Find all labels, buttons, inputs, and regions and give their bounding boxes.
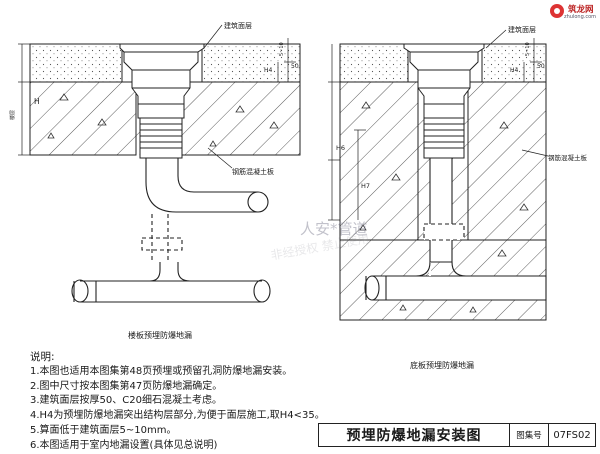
drawing-title: 预埋防爆地漏安装图 — [319, 424, 510, 446]
right-section-drawing: H6 H7 H4 50 5~10 建筑面层 钢筋混凝土板 底板预埋防爆地漏 — [328, 25, 588, 370]
left-label-architectural-layer: 建筑面层 — [224, 21, 252, 30]
logo-icon — [550, 4, 564, 18]
right-leaders — [485, 29, 549, 157]
right-drain-pipe — [364, 157, 547, 301]
left-screed-layer — [29, 43, 301, 83]
right-aggregate-marks — [359, 101, 529, 313]
dim-label-10-right: 5~10 — [525, 42, 531, 56]
left-drain-pipe — [71, 158, 271, 303]
right-floor-drain — [403, 43, 485, 159]
left-dimension-h — [18, 43, 30, 156]
right-label-rc-slab: 钢筋混凝土板 — [548, 153, 588, 162]
dim-label-floor: 楼层 — [9, 110, 16, 120]
right-screed-layer — [339, 43, 547, 83]
left-caption: 楼板预埋防爆地漏 — [128, 330, 192, 340]
left-leaders — [203, 24, 233, 169]
right-dimension-h — [328, 44, 366, 221]
dim-label-50-left: 50 — [291, 63, 299, 70]
left-label-rc-slab: 钢筋混凝土板 — [232, 167, 274, 176]
dim-label-h7: H7 — [361, 182, 370, 190]
left-dimension-top — [277, 38, 296, 83]
left-aggregate-marks — [47, 93, 279, 147]
logo-site: zhulong.com — [564, 14, 597, 20]
note-line-3: 3.建筑面层按厚50、C20细石混凝土考虑。 — [30, 395, 222, 407]
left-section-drawing: H 楼层 H4 50 5~10 建筑面层 钢筋混凝土板 楼板预埋防爆地漏 — [9, 21, 301, 340]
brand-logo: 筑龙网 zhulong.com — [546, 2, 596, 24]
dim-label-h4-right: H4 — [510, 67, 519, 74]
right-caption: 底板预埋防爆地漏 — [410, 360, 474, 370]
atlas-number: 07FS02 — [553, 429, 591, 441]
right-dimension-top — [523, 38, 542, 83]
note-line-4: 4.H4为预埋防爆地漏突出结构层部分,为便于面层施工,取H4<35。 — [30, 410, 325, 422]
dim-label-h4-left: H4 — [264, 67, 273, 74]
notes-heading: 说明: — [30, 351, 55, 363]
dim-label-h6: H6 — [336, 144, 345, 152]
title-block: 预埋防爆地漏安装图 图集号 07FS02 — [318, 423, 596, 447]
logo-name: 筑龙网 — [568, 5, 594, 15]
note-line-6: 6.本图适用于室内地漏设置(具体见总说明) — [30, 439, 218, 451]
dim-label-h: H — [34, 97, 40, 106]
note-line-1: 1.本图也适用本图集第48页预埋或预留孔洞防爆地漏安装。 — [30, 365, 293, 377]
right-label-architectural-layer: 建筑面层 — [508, 25, 536, 34]
dim-label-50-right: 50 — [537, 63, 545, 70]
notes-block: 说明: 1.本图也适用本图集第48页预埋或预留孔洞防爆地漏安装。 2.图中尺寸按… — [30, 350, 350, 454]
watermark: 人安*管道 — [300, 220, 368, 238]
note-line-2: 2.图中尺寸按本图集第47页防爆地漏确定。 — [30, 380, 223, 392]
atlas-number-label: 图集号 — [510, 424, 549, 446]
dim-label-10-left: 5~10 — [279, 42, 285, 56]
note-line-5: 5.算面低于建筑面层5~10mm。 — [30, 424, 177, 436]
left-floor-drain — [119, 43, 205, 159]
